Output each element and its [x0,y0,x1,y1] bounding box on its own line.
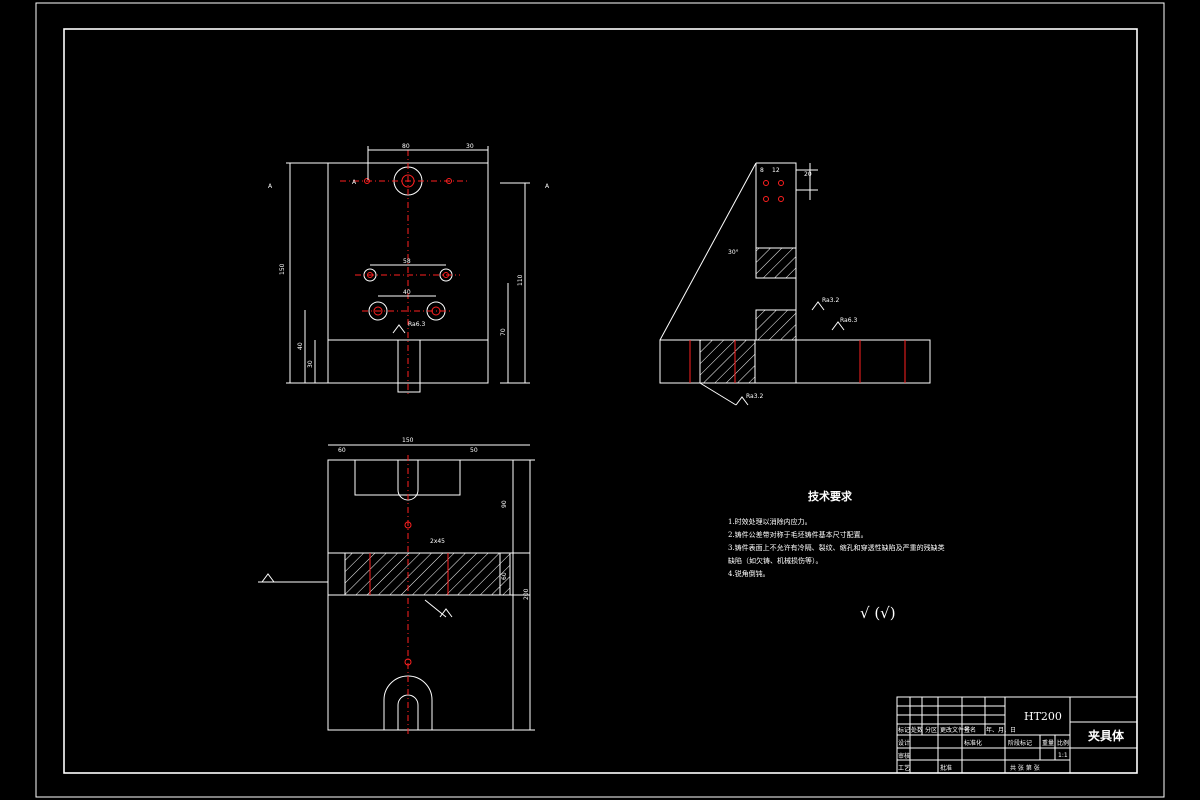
dim-bottom-height: 200 [523,588,530,600]
front-marker-right: A [545,183,550,190]
requirement-item: 1.时效处理以消除内应力。 [728,518,812,526]
dim-chamfer: 2x45 [430,538,445,545]
roughness-d: Ra3.2 [746,393,763,400]
front-marker-left: A [268,183,273,190]
tb-stage-mark: 阶段标记 [1008,739,1032,747]
requirement-item: 缺陷（如欠铸、机械损伤等）。 [728,557,823,565]
requirement-item: 2.铸件公差带对称于毛坯铸件基本尺寸配置。 [728,531,868,539]
dim-side-12: 12 [772,167,780,174]
title-block: 标记 处数 分区 更改文件号 签名 年、月、日 设计 标准化 审核 工艺 批准 … [896,696,1138,774]
roughness-a: Ra6.3 [408,321,425,328]
technical-requirements: 技术要求 1.时效处理以消除内应力。 2.铸件公差带对称于毛坯铸件基本尺寸配置。… [728,488,978,581]
dim-hole-spacing2: 40 [403,289,411,296]
roughness-b: Ra3.2 [822,297,839,304]
dim-bottom-h3: 60 [501,572,508,580]
dim-top-right: 30 [466,143,474,150]
dim-top-width: 80 [402,143,410,150]
tb-material: HT200 [1024,710,1062,723]
tb-row-review: 审核 [898,752,910,760]
roughness-c: Ra6.3 [840,317,857,324]
tb-weight: 重量 [1042,739,1054,747]
technical-requirements-title: 技术要求 [808,490,852,503]
front-section-a: A [352,179,357,186]
requirement-item: 4.锐角倒钝。 [728,570,770,578]
dim-bottom-width: 150 [402,437,414,444]
dim-bottom-h2: 90 [501,500,508,508]
tb-header-mark: 标记 [898,726,910,734]
tb-header-count: 处数 [911,726,923,734]
top-view: 150 60 50 200 90 60 2x45 [258,437,535,735]
tb-header-date: 年、月、日 [986,726,1016,734]
general-roughness-symbol: √ (√) [860,604,896,622]
tb-part-name: 夹具体 [1088,728,1125,743]
tb-standardization: 标准化 [964,739,982,747]
tb-scale: 1:1 [1058,752,1068,759]
tb-row-design: 设计 [898,739,910,747]
dim-height-mid: 70 [500,328,507,336]
side-view: 20 8 12 30° Ra3.2 Ra6.3 Ra3.2 [659,162,931,406]
dim-height-lower: 40 [297,342,304,350]
dim-height-low: 30 [307,360,314,368]
tb-sheet: 共 张 第 张 [1010,764,1040,772]
outer-frame [35,2,1165,798]
tb-row-approve: 批准 [940,764,952,772]
requirement-item: 3.铸件表面上不允许有冷隔、裂纹、缩孔和穿透性缺陷及严重的残缺类 [728,544,945,552]
dim-bottom-right: 50 [470,447,478,454]
dim-side-top: 8 [760,167,764,174]
dim-hole-spacing: 58 [403,258,411,265]
dim-side-20: 20 [804,171,812,178]
dim-bottom-left: 60 [338,447,346,454]
tb-header-zone: 分区 [925,726,937,734]
tb-header-change: 更改文件号 [940,726,970,734]
front-view: 80 30 58 40 150 110 70 40 30 A A A Ra6.3 [268,143,550,395]
dim-height-total: 150 [279,263,286,275]
dim-side-angle: 30° [728,249,739,256]
inner-frame [63,28,1138,774]
tb-scale-label: 比例 [1057,739,1069,747]
tb-header-sign: 签名 [964,726,976,734]
tb-row-process: 工艺 [898,764,910,772]
dim-height-right: 110 [517,274,524,286]
